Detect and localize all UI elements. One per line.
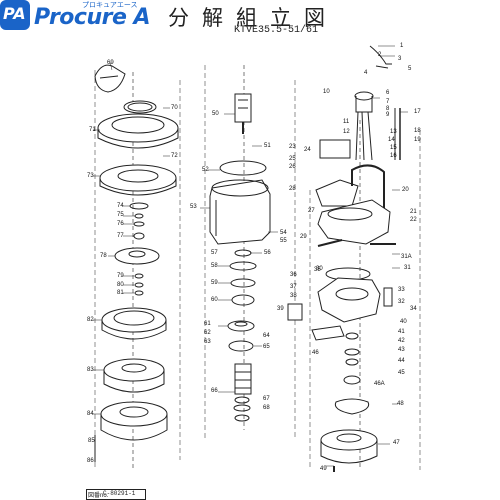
part-label-4: 4 xyxy=(364,70,368,76)
part-label-54: 54 xyxy=(280,230,287,236)
part-label-33: 33 xyxy=(398,287,405,293)
part-label-76: 76 xyxy=(117,221,124,227)
part-label-6: 6 xyxy=(386,90,390,96)
part-label-55: 55 xyxy=(280,238,287,244)
part-label-26: 26 xyxy=(289,164,296,170)
part-label-71: 71 xyxy=(89,127,96,133)
part-label-46: 46 xyxy=(312,350,319,356)
part-label-23: 23 xyxy=(289,144,296,150)
part-label-36: 36 xyxy=(290,272,297,278)
part-label-69: 69 xyxy=(107,60,114,66)
figure-number-label: 図番no. xyxy=(88,493,109,499)
part-label-85: 85 xyxy=(88,438,95,444)
part-label-56: 56 xyxy=(264,250,271,256)
part-label-68: 68 xyxy=(263,405,270,411)
part-label-75: 75 xyxy=(117,212,124,218)
part-label-45: 45 xyxy=(398,370,405,376)
brand-logo: PA プロキュアエース Procure A xyxy=(0,0,162,32)
part-label-27: 27 xyxy=(308,208,315,214)
figure-number-value: C-80291-1 xyxy=(103,490,136,497)
part-label-64: 64 xyxy=(263,333,270,339)
part-label-63: 63 xyxy=(204,339,211,345)
part-label-25: 25 xyxy=(289,156,296,162)
part-label-53: 53 xyxy=(190,204,197,210)
part-label-38: 38 xyxy=(290,293,297,299)
part-label-51: 51 xyxy=(264,143,271,149)
part-label-7: 7 xyxy=(386,99,390,105)
part-label-12: 12 xyxy=(343,129,350,135)
part-label-80: 80 xyxy=(117,282,124,288)
part-label-81: 81 xyxy=(117,290,124,296)
part-label-82: 82 xyxy=(87,317,94,323)
part-label-46a: 46A xyxy=(374,381,385,387)
part-label-42: 42 xyxy=(398,338,405,344)
part-label-10: 10 xyxy=(323,89,330,95)
part-label-16: 16 xyxy=(390,153,397,159)
part-label-31: 31 xyxy=(404,265,411,271)
part-label-62: 62 xyxy=(204,330,211,336)
part-label-24: 24 xyxy=(304,147,311,153)
part-label-11: 11 xyxy=(343,119,350,125)
part-label-67: 67 xyxy=(263,396,270,402)
part-label-2: 2 xyxy=(378,52,382,58)
part-label-13: 13 xyxy=(390,129,397,135)
part-label-28: 28 xyxy=(289,186,296,192)
part-label-29: 29 xyxy=(300,234,307,240)
part-label-43: 43 xyxy=(398,347,405,353)
part-label-74: 74 xyxy=(117,203,124,209)
part-label-41: 41 xyxy=(398,329,405,335)
part-label-79: 79 xyxy=(117,273,124,279)
part-label-65: 65 xyxy=(263,344,270,350)
part-label-35: 35 xyxy=(314,267,321,273)
part-label-73: 73 xyxy=(87,173,94,179)
part-label-48: 48 xyxy=(397,401,404,407)
part-label-47: 47 xyxy=(393,440,400,446)
part-label-39: 39 xyxy=(277,306,284,312)
model-number: KTVE35.5-51/61 xyxy=(234,25,319,36)
part-label-37: 37 xyxy=(290,284,297,290)
brand-badge-text: PA xyxy=(3,4,26,23)
part-label-83: 83 xyxy=(87,367,94,373)
part-label-14: 14 xyxy=(388,137,395,143)
brand-tagline: プロキュアエース xyxy=(82,1,138,9)
part-label-59: 59 xyxy=(211,280,218,286)
part-label-77: 77 xyxy=(117,233,124,239)
part-label-21: 21 xyxy=(410,209,417,215)
part-label-17: 17 xyxy=(414,109,421,115)
part-label-60: 60 xyxy=(211,297,218,303)
part-label-78: 78 xyxy=(100,253,107,259)
diagram-title: 分解組立図 xyxy=(168,6,338,30)
part-label-5: 5 xyxy=(408,66,412,72)
part-label-8: 8 xyxy=(386,106,390,112)
part-label-30: 30 xyxy=(316,266,323,272)
part-label-70: 70 xyxy=(171,105,178,111)
brand-name: Procure A xyxy=(34,5,151,30)
part-label-86: 86 xyxy=(87,458,94,464)
part-label-22: 22 xyxy=(410,217,417,223)
part-label-44: 44 xyxy=(398,358,405,364)
part-label-31a: 31A xyxy=(401,254,412,260)
part-label-1: 1 xyxy=(400,43,404,49)
part-label-72: 72 xyxy=(171,153,178,159)
part-label-66: 66 xyxy=(211,388,218,394)
part-label-34: 34 xyxy=(410,306,417,312)
part-label-15: 15 xyxy=(390,145,397,151)
part-label-18: 18 xyxy=(414,128,421,134)
part-label-84: 84 xyxy=(87,411,94,417)
part-label-20: 20 xyxy=(402,187,409,193)
part-label-58: 58 xyxy=(211,263,218,269)
brand-badge: PA xyxy=(0,0,30,30)
part-label-49: 49 xyxy=(320,466,327,472)
part-label-61: 61 xyxy=(204,321,211,327)
part-label-9: 9 xyxy=(386,112,390,118)
part-label-57: 57 xyxy=(211,250,218,256)
part-label-19: 19 xyxy=(414,137,421,143)
part-label-50: 50 xyxy=(212,111,219,117)
part-label-3: 3 xyxy=(398,56,402,62)
part-label-40: 40 xyxy=(400,319,407,325)
part-label-52: 52 xyxy=(202,167,209,173)
part-label-32: 32 xyxy=(398,299,405,305)
